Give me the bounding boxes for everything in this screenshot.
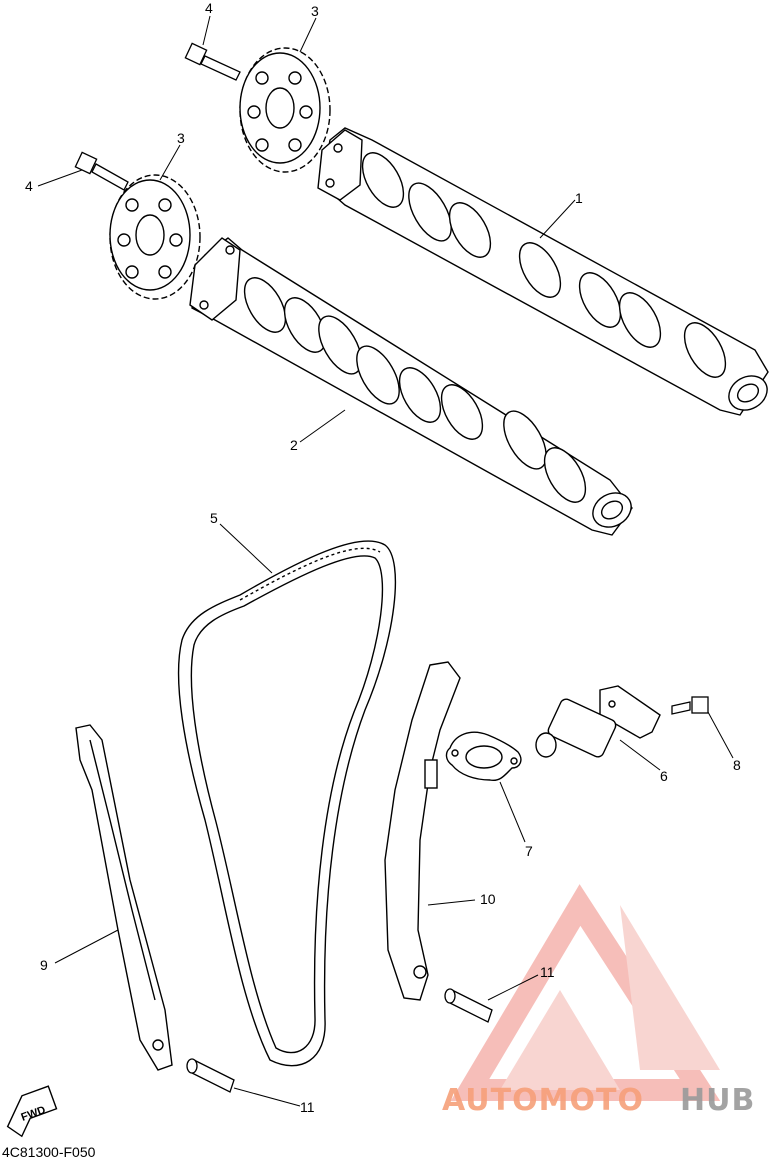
watermark-text: AUTOMOTO HUB bbox=[442, 1083, 755, 1118]
watermark-part1: AUTOMOTO bbox=[442, 1083, 644, 1118]
callout-7: 7 bbox=[525, 843, 533, 859]
callout-labels: 4 3 3 4 1 2 5 8 6 7 10 9 11 11 bbox=[25, 0, 741, 1115]
callout-3-top: 3 bbox=[311, 3, 319, 19]
callout-8: 8 bbox=[733, 757, 741, 773]
diagram-code: 4C81300-F050 bbox=[2, 1144, 96, 1160]
callout-6: 6 bbox=[660, 768, 668, 784]
fwd-arrow-icon: FWD bbox=[6, 1085, 58, 1138]
bolt-upper bbox=[184, 42, 241, 81]
timing-chain bbox=[177, 540, 397, 1067]
callout-4-top: 4 bbox=[205, 0, 213, 16]
camshaft-1 bbox=[317, 127, 769, 416]
callout-4-lower: 4 bbox=[25, 178, 33, 194]
bolt-lower bbox=[74, 151, 129, 191]
callout-5: 5 bbox=[210, 510, 218, 526]
camshaft-2 bbox=[189, 237, 633, 536]
pin-11-lower bbox=[186, 1058, 235, 1093]
callout-11-lower: 11 bbox=[300, 1099, 315, 1115]
callout-1: 1 bbox=[575, 190, 583, 206]
gasket-7 bbox=[445, 731, 522, 782]
callout-11-right: 11 bbox=[540, 964, 555, 980]
callout-10: 10 bbox=[480, 891, 496, 907]
watermark-part2: HUB bbox=[680, 1083, 755, 1118]
watermark-logo bbox=[450, 884, 721, 1101]
pin-11-right bbox=[444, 988, 493, 1023]
callout-2: 2 bbox=[290, 437, 298, 453]
sprocket-lower bbox=[109, 174, 201, 300]
leader-lines bbox=[37, 15, 734, 1107]
cam-chain-tensioner-6 bbox=[535, 685, 661, 758]
callout-9: 9 bbox=[40, 957, 48, 973]
bolt-8 bbox=[671, 696, 709, 715]
sprocket-upper bbox=[239, 47, 331, 173]
callout-3-lower: 3 bbox=[177, 130, 185, 146]
chain-guide-10 bbox=[384, 661, 461, 1001]
chain-guide-9 bbox=[75, 724, 173, 1071]
